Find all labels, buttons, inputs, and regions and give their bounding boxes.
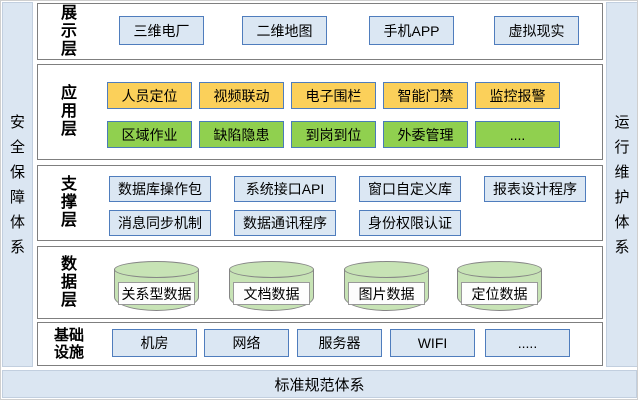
support-box-db-package: 数据库操作包	[109, 176, 211, 202]
database-cylinder-document: 文档数据	[229, 261, 314, 311]
database-cylinder-location: 定位数据	[457, 261, 542, 311]
operations-band: 运行维护体系	[606, 2, 637, 367]
application-box-defect-hazard: 缺陷隐患	[199, 121, 284, 148]
presentation-box-3d-plant: 三维电厂	[119, 16, 204, 45]
cylinder-top	[457, 261, 542, 278]
infrastructure-box-machine-room: 机房	[112, 329, 197, 357]
application-box-video-linkage: 视频联动	[199, 82, 284, 109]
cylinder-label: 文档数据	[233, 282, 310, 305]
infrastructure-box-network: 网络	[204, 329, 289, 357]
application-box-monitoring-alarm: 监控报警	[475, 82, 560, 109]
standards-band: 标准规范体系	[2, 370, 637, 398]
layer-application: 应用层 人员定位 视频联动 电子围栏 智能门禁 监控报警 区域作业 缺陷隐患 到…	[37, 64, 603, 160]
cylinder-top	[344, 261, 429, 278]
application-box-more: ....	[475, 121, 560, 148]
application-box-area-work: 区域作业	[107, 121, 192, 148]
application-box-personnel-location: 人员定位	[107, 82, 192, 109]
layer-label-infrastructure: 基础设施	[53, 327, 84, 361]
layer-presentation: 展示层 三维电厂 二维地图 手机APP 虚拟现实	[37, 3, 603, 60]
support-box-message-sync: 消息同步机制	[109, 210, 211, 236]
support-box-data-comm: 数据通讯程序	[234, 210, 336, 236]
database-cylinder-relational: 关系型数据	[114, 261, 199, 311]
cylinder-label: 图片数据	[348, 282, 425, 305]
application-box-electronic-fence: 电子围栏	[291, 82, 376, 109]
support-box-system-api: 系统接口API	[234, 176, 336, 202]
layer-label-application: 应用层	[60, 85, 77, 138]
operations-band-label: 运行维护体系	[614, 113, 630, 256]
layer-infrastructure: 基础设施 机房 网络 服务器 WIFI .....	[37, 322, 603, 366]
support-box-window-custom-lib: 窗口自定义库	[359, 176, 461, 202]
layer-support: 支撑层 数据库操作包 系统接口API 窗口自定义库 报表设计程序 消息同步机制 …	[37, 165, 603, 241]
cylinder-top	[229, 261, 314, 278]
database-cylinder-image: 图片数据	[344, 261, 429, 311]
infrastructure-box-server: 服务器	[297, 329, 382, 357]
cylinder-label: 定位数据	[461, 282, 538, 305]
application-box-on-duty: 到岗到位	[291, 121, 376, 148]
presentation-box-vr: 虚拟现实	[494, 16, 579, 45]
cylinder-top	[114, 261, 199, 278]
support-box-identity-auth: 身份权限认证	[359, 210, 461, 236]
support-box-report-designer: 报表设计程序	[484, 176, 586, 202]
application-box-outsourcing: 外委管理	[383, 121, 468, 148]
security-band-label: 安全保障体系	[9, 113, 25, 256]
application-box-smart-access: 智能门禁	[383, 82, 468, 109]
infrastructure-box-more: .....	[485, 329, 570, 357]
standards-band-label: 标准规范体系	[274, 376, 365, 394]
cylinder-label: 关系型数据	[118, 282, 195, 305]
layer-data: 数据层 关系型数据 文档数据 图片数据 定位数据	[37, 246, 603, 319]
layer-label-support: 支撑层	[60, 176, 77, 229]
layer-label-presentation: 展示层	[60, 4, 77, 58]
layer-label-data: 数据层	[60, 255, 77, 309]
infrastructure-box-wifi: WIFI	[390, 329, 475, 357]
presentation-box-mobile-app: 手机APP	[369, 16, 454, 45]
presentation-box-2d-map: 二维地图	[242, 16, 327, 45]
security-band: 安全保障体系	[2, 2, 33, 367]
